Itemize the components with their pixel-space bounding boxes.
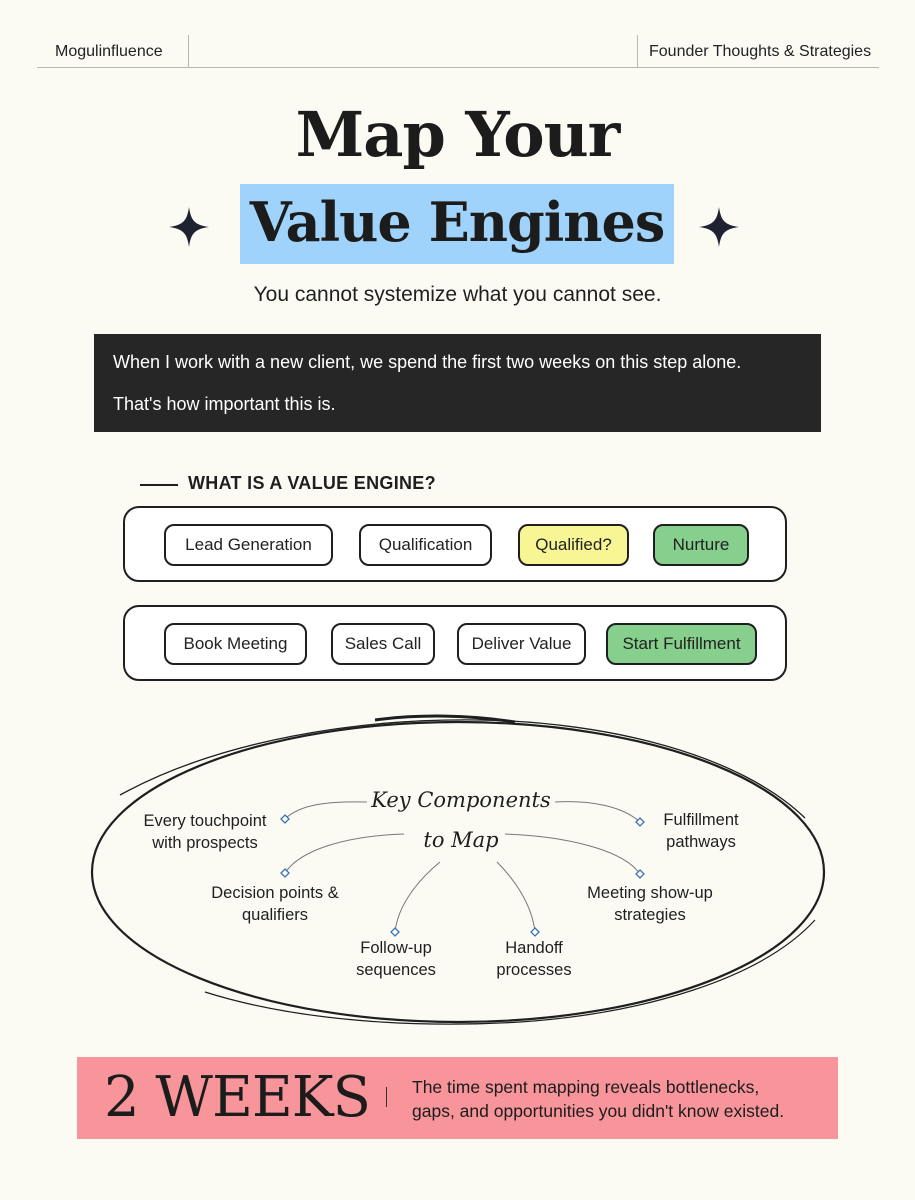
header-divider-left	[188, 35, 189, 68]
pill-book-meeting: Book Meeting	[164, 623, 307, 665]
banner-text-line1: The time spent mapping reveals bottlenec…	[412, 1077, 760, 1097]
quote-block: When I work with a new client, we spend …	[94, 334, 821, 432]
section-heading: WHAT IS A VALUE ENGINE?	[188, 473, 436, 493]
component-line: sequences	[356, 961, 436, 979]
component-line: pathways	[666, 833, 736, 851]
pill-qualification: Qualification	[359, 524, 492, 566]
engine-row-1: Lead Generation Qualification Qualified?…	[123, 506, 787, 582]
component-line: Every touchpoint	[143, 812, 267, 830]
banner-text-line2: gaps, and opportunities you didn't know …	[412, 1101, 785, 1121]
component-line: Follow-up	[360, 939, 432, 957]
diamond-marker-icon	[635, 869, 645, 879]
banner-headline: 2 WEEKS	[104, 1065, 371, 1130]
header-section-label: Founder Thoughts & Strategies	[649, 43, 872, 60]
pill-deliver-value: Deliver Value	[457, 623, 586, 665]
component-line: qualifiers	[241, 906, 309, 924]
quote-line1: When I work with a new client, we spend …	[113, 352, 742, 372]
diamond-marker-icon	[280, 868, 290, 878]
banner-description: The time spent mapping reveals bottlenec…	[412, 1075, 784, 1123]
subtitle: You cannot systemize what you cannot see…	[253, 283, 662, 306]
component-line: Fulfillment	[663, 811, 739, 829]
bottom-banner: 2 WEEKS The time spent mapping reveals b…	[77, 1057, 838, 1139]
key-components-title-line2: to Map	[423, 828, 499, 852]
component-touchpoints: Every touchpoint with prospects	[125, 810, 285, 854]
pill-qualified: Qualified?	[518, 524, 629, 566]
component-decision-points: Decision points & qualifiers	[195, 882, 355, 926]
pill-nurture: Nurture	[653, 524, 749, 566]
component-line: Meeting show-up	[587, 884, 713, 902]
component-line: processes	[496, 961, 572, 979]
page-title-line1: Map Your	[295, 98, 621, 171]
title-highlight	[240, 184, 674, 264]
pill-sales-call: Sales Call	[331, 623, 435, 665]
component-line: strategies	[614, 906, 686, 924]
component-line: Decision points &	[211, 884, 339, 902]
banner-divider	[386, 1087, 387, 1107]
sparkle-icon	[699, 207, 739, 247]
header-rule	[37, 67, 879, 68]
component-meeting-show-up: Meeting show-up strategies	[570, 882, 730, 926]
page-title-line2: Value Engines	[249, 190, 666, 254]
key-components-ellipse	[90, 714, 826, 1025]
engine-row-2: Book Meeting Sales Call Deliver Value St…	[123, 605, 787, 681]
diamond-marker-icon	[530, 927, 540, 937]
pill-lead-generation: Lead Generation	[164, 524, 333, 566]
diamond-marker-icon	[390, 927, 400, 937]
brand-name: Mogulinfluence	[55, 43, 163, 60]
component-handoff: Handoff processes	[474, 937, 594, 981]
key-components-title-line1: Key Components	[371, 788, 551, 812]
component-fulfillment: Fulfillment pathways	[641, 809, 761, 853]
component-line: with prospects	[152, 834, 258, 852]
header-divider-right	[637, 35, 638, 68]
pill-start-fulfillment: Start Fulfillment	[606, 623, 757, 665]
diamond-marker-icon	[280, 814, 290, 824]
quote-line2: That's how important this is.	[113, 394, 336, 414]
diamond-marker-icon	[635, 817, 645, 827]
component-line: Handoff	[505, 939, 563, 957]
section-heading-dash	[140, 484, 178, 486]
sparkle-icon	[169, 207, 209, 247]
component-follow-up: Follow-up sequences	[336, 937, 456, 981]
